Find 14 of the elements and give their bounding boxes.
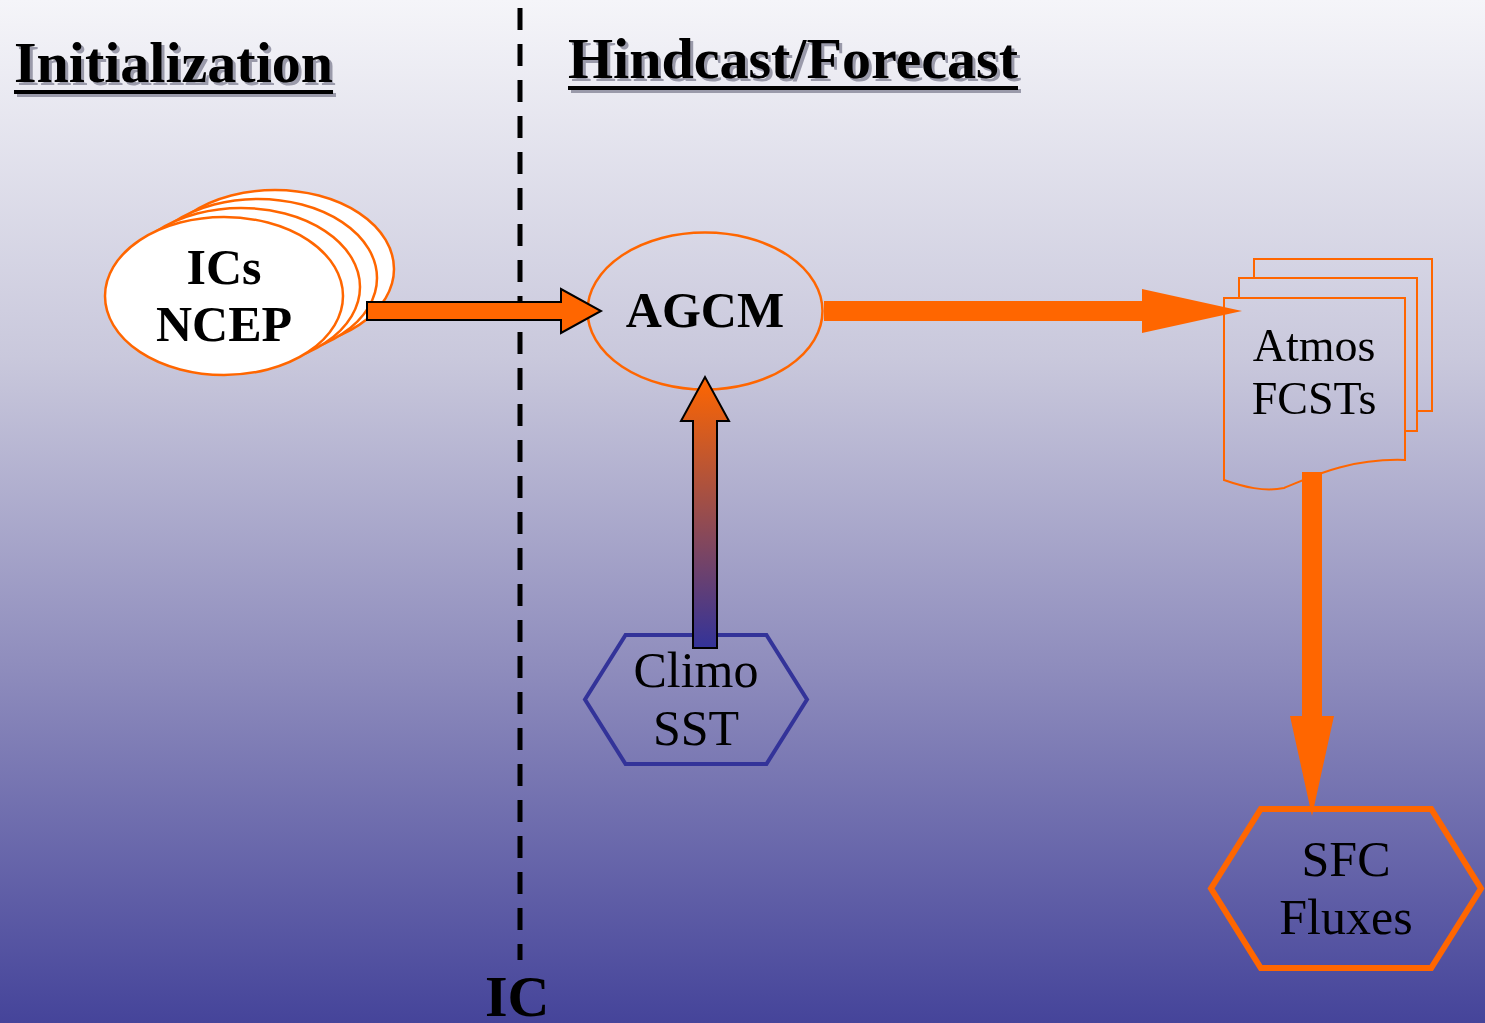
node-label: AGCM bbox=[624, 282, 786, 340]
hexagon-node bbox=[1208, 806, 1484, 971]
block-arrow bbox=[824, 289, 1242, 333]
block-arrow bbox=[366, 287, 604, 335]
node-label: SFC Fluxes bbox=[1278, 831, 1414, 946]
node-label: ICs NCEP bbox=[154, 238, 294, 354]
boundary-label: IC bbox=[485, 968, 550, 1023]
block-arrow bbox=[679, 374, 731, 649]
ellipse-node bbox=[586, 231, 824, 391]
block-arrow bbox=[1290, 472, 1334, 816]
section-heading: Initialization bbox=[14, 34, 334, 92]
node-label: Climo SST bbox=[632, 642, 760, 757]
hexagon-node bbox=[583, 633, 809, 766]
section-heading: Hindcast/Forecast bbox=[568, 30, 1018, 88]
